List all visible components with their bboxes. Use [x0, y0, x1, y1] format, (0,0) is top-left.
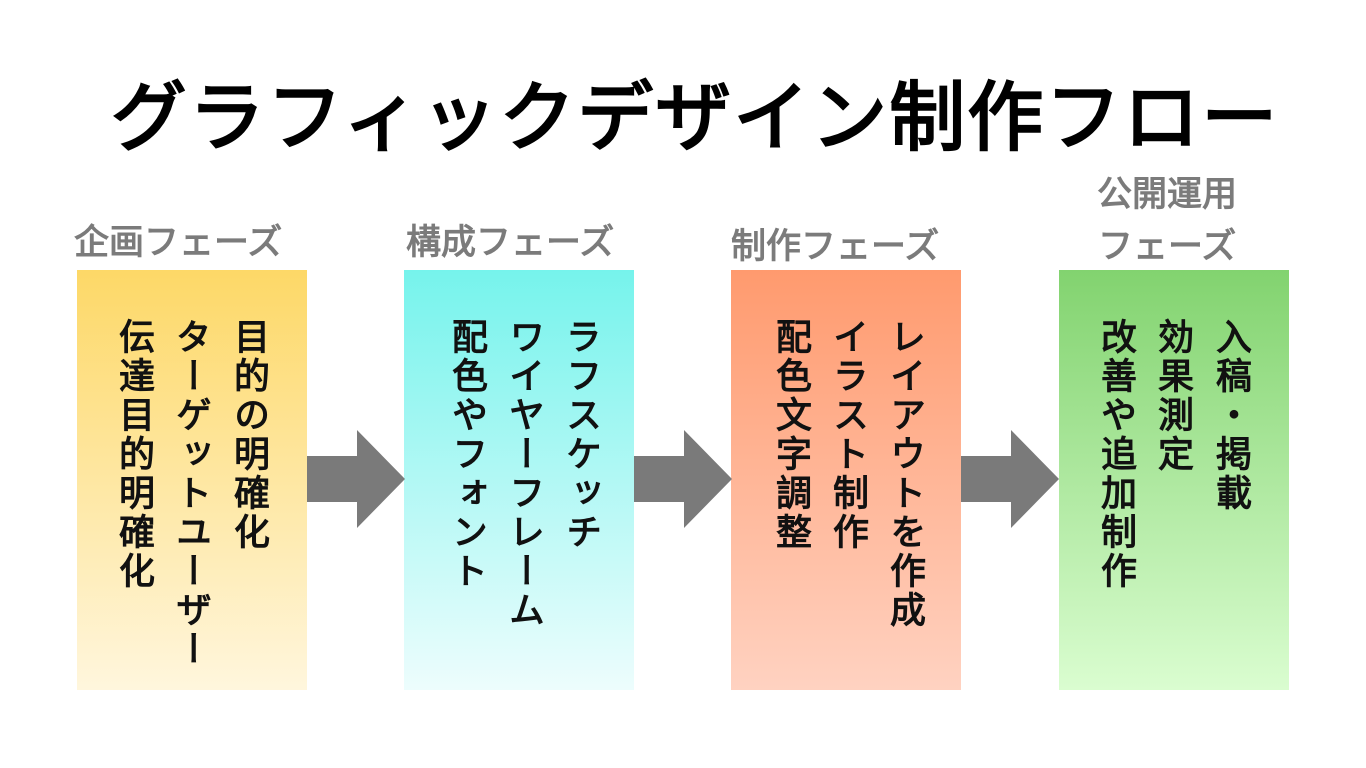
flow-arrow-2-icon: [634, 430, 732, 528]
task-planning-1: 目的の明確化: [228, 318, 269, 552]
phase-label-planning: 企画フェーズ: [74, 223, 283, 263]
task-operation-2: 効果測定: [1152, 318, 1193, 474]
task-planning-2: ターゲットユーザー: [170, 318, 211, 669]
phase-label-operation-line1: 公開運用: [1097, 175, 1238, 215]
phase-box-operation: [1059, 270, 1289, 690]
task-structure-1: ラフスケッチ: [560, 318, 601, 552]
task-production-1: レイアウトを作成: [884, 318, 925, 630]
task-planning-3: 伝達目的明確化: [113, 318, 154, 591]
phase-box-structure: [404, 270, 634, 690]
task-production-2: イラスト制作: [827, 318, 868, 552]
flow-arrow-1-icon: [307, 430, 405, 528]
task-operation-3: 改善や追加制作: [1095, 318, 1136, 591]
task-operation-1: 入稿・掲載: [1210, 318, 1251, 513]
flow-arrow-3-icon: [961, 430, 1059, 528]
diagram-title: グラフィックデザイン制作フロー: [110, 73, 1280, 162]
phase-label-operation-line2: フェーズ: [1098, 227, 1237, 267]
task-structure-3: 配色やフォント: [446, 318, 487, 591]
task-production-3: 配色文字調整: [770, 318, 811, 552]
phase-box-planning: [77, 270, 307, 690]
phase-label-structure: 構成フェーズ: [406, 223, 615, 263]
task-structure-2: ワイヤーフレーム: [503, 318, 544, 630]
phase-box-production: [731, 270, 961, 690]
phase-label-production: 制作フェーズ: [731, 227, 940, 267]
